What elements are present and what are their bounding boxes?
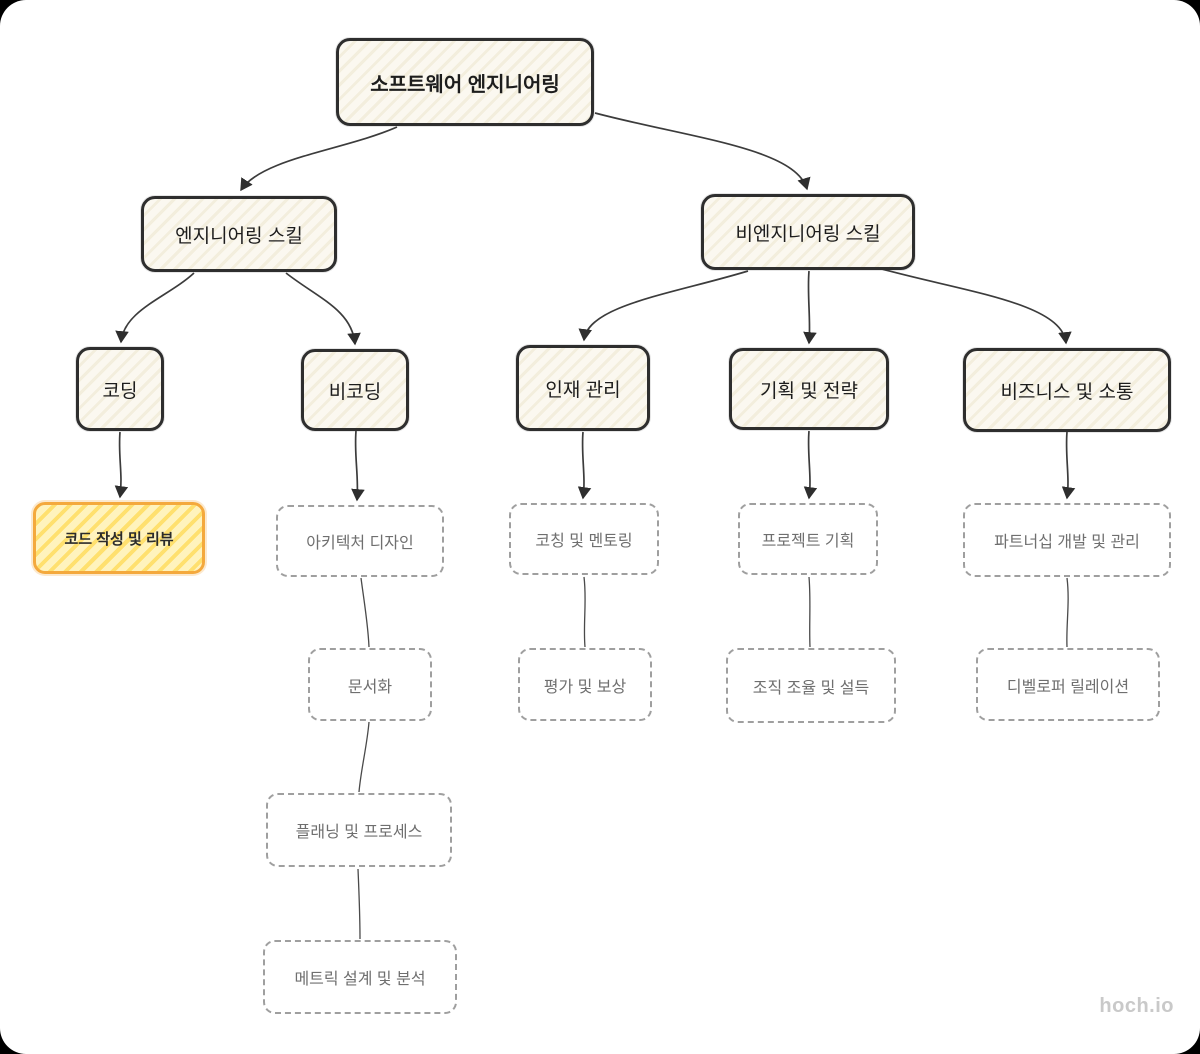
node-partnership-development-management[interactable]: 파트너십 개발 및 관리 — [963, 503, 1171, 577]
edge-talent-coaching — [577, 431, 592, 500]
node-label: 디벨로퍼 릴레이션 — [1006, 678, 1130, 696]
node-label: 기획 및 전략 — [760, 380, 858, 402]
node-code-writing-review[interactable]: 코드 작성 및 리뷰 — [33, 502, 205, 574]
edge-noncoding-architecture — [351, 430, 365, 502]
node-planning-process[interactable]: 플래닝 및 프로세스 — [266, 793, 452, 867]
node-coaching-mentoring[interactable]: 코칭 및 멘토링 — [509, 503, 659, 575]
node-metric-design-analysis[interactable]: 메트릭 설계 및 분석 — [263, 940, 457, 1014]
node-label: 비코딩 — [328, 381, 382, 403]
edge-nonengineering-talent — [578, 270, 749, 342]
node-label: 비즈니스 및 소통 — [1000, 381, 1134, 403]
edge-nonengineering-planning — [803, 270, 817, 345]
edge-documentation-planningprocess — [358, 721, 370, 793]
node-planning-strategy[interactable]: 기획 및 전략 — [729, 348, 889, 430]
node-non-coding[interactable]: 비코딩 — [301, 349, 409, 431]
edge-coding-codereview — [114, 431, 129, 499]
node-label: 문서화 — [347, 678, 393, 696]
node-label: 아키텍처 디자인 — [306, 535, 414, 552]
node-label: 엔지니어링 스킬 — [175, 225, 303, 247]
node-label: 메트릭 설계 및 분석 — [294, 971, 426, 988]
node-label: 인재 관리 — [545, 379, 621, 401]
edge-architecture-documentation — [360, 577, 370, 648]
node-label: 조직 조율 및 설득 — [752, 679, 870, 697]
node-software-engineering[interactable]: 소프트웨어 엔지니어링 — [336, 38, 594, 126]
node-talent-management[interactable]: 인재 관리 — [516, 345, 650, 431]
node-developer-relations[interactable]: 디벨로퍼 릴레이션 — [976, 648, 1160, 721]
node-project-planning[interactable]: 프로젝트 기획 — [738, 503, 878, 575]
node-documentation[interactable]: 문서화 — [308, 648, 432, 721]
edge-root-engineering — [240, 126, 398, 192]
node-coding[interactable]: 코딩 — [76, 347, 164, 431]
node-label: 프로젝트 기획 — [761, 533, 855, 550]
node-evaluation-compensation[interactable]: 평가 및 보상 — [518, 648, 652, 721]
edge-coaching-evaluation — [583, 576, 586, 648]
node-label: 플래닝 및 프로세스 — [295, 824, 423, 841]
edge-root-non-engineering — [594, 112, 811, 191]
node-label: 평가 및 보상 — [543, 678, 627, 696]
edge-engineering-coding — [115, 272, 195, 344]
edge-nonengineering-business — [881, 268, 1072, 345]
node-label: 코드 작성 및 리뷰 — [64, 530, 174, 548]
edge-engineering-noncoding — [285, 272, 361, 346]
node-architecture-design[interactable]: 아키텍처 디자인 — [276, 505, 444, 577]
edge-planning-project — [803, 430, 818, 500]
node-label: 코딩 — [102, 380, 138, 402]
node-label: 코칭 및 멘토링 — [535, 533, 633, 550]
node-non-engineering-skills[interactable]: 비엔지니어링 스킬 — [701, 194, 915, 270]
node-business-communication[interactable]: 비즈니스 및 소통 — [963, 348, 1171, 432]
node-org-coordination-persuasion[interactable]: 조직 조율 및 설득 — [726, 648, 896, 723]
edge-partnership-devrelations — [1066, 577, 1069, 648]
node-engineering-skills[interactable]: 엔지니어링 스킬 — [141, 196, 337, 272]
watermark-hoch-io: hoch.io — [1099, 995, 1174, 1017]
edge-project-orgcoordination — [808, 576, 811, 648]
node-label: 비엔지니어링 스킬 — [735, 223, 881, 245]
node-label: 소프트웨어 엔지니어링 — [370, 73, 560, 96]
edge-planningprocess-metric — [357, 868, 361, 940]
edge-business-partnership — [1061, 431, 1076, 500]
node-label: 파트너십 개발 및 관리 — [994, 534, 1140, 551]
